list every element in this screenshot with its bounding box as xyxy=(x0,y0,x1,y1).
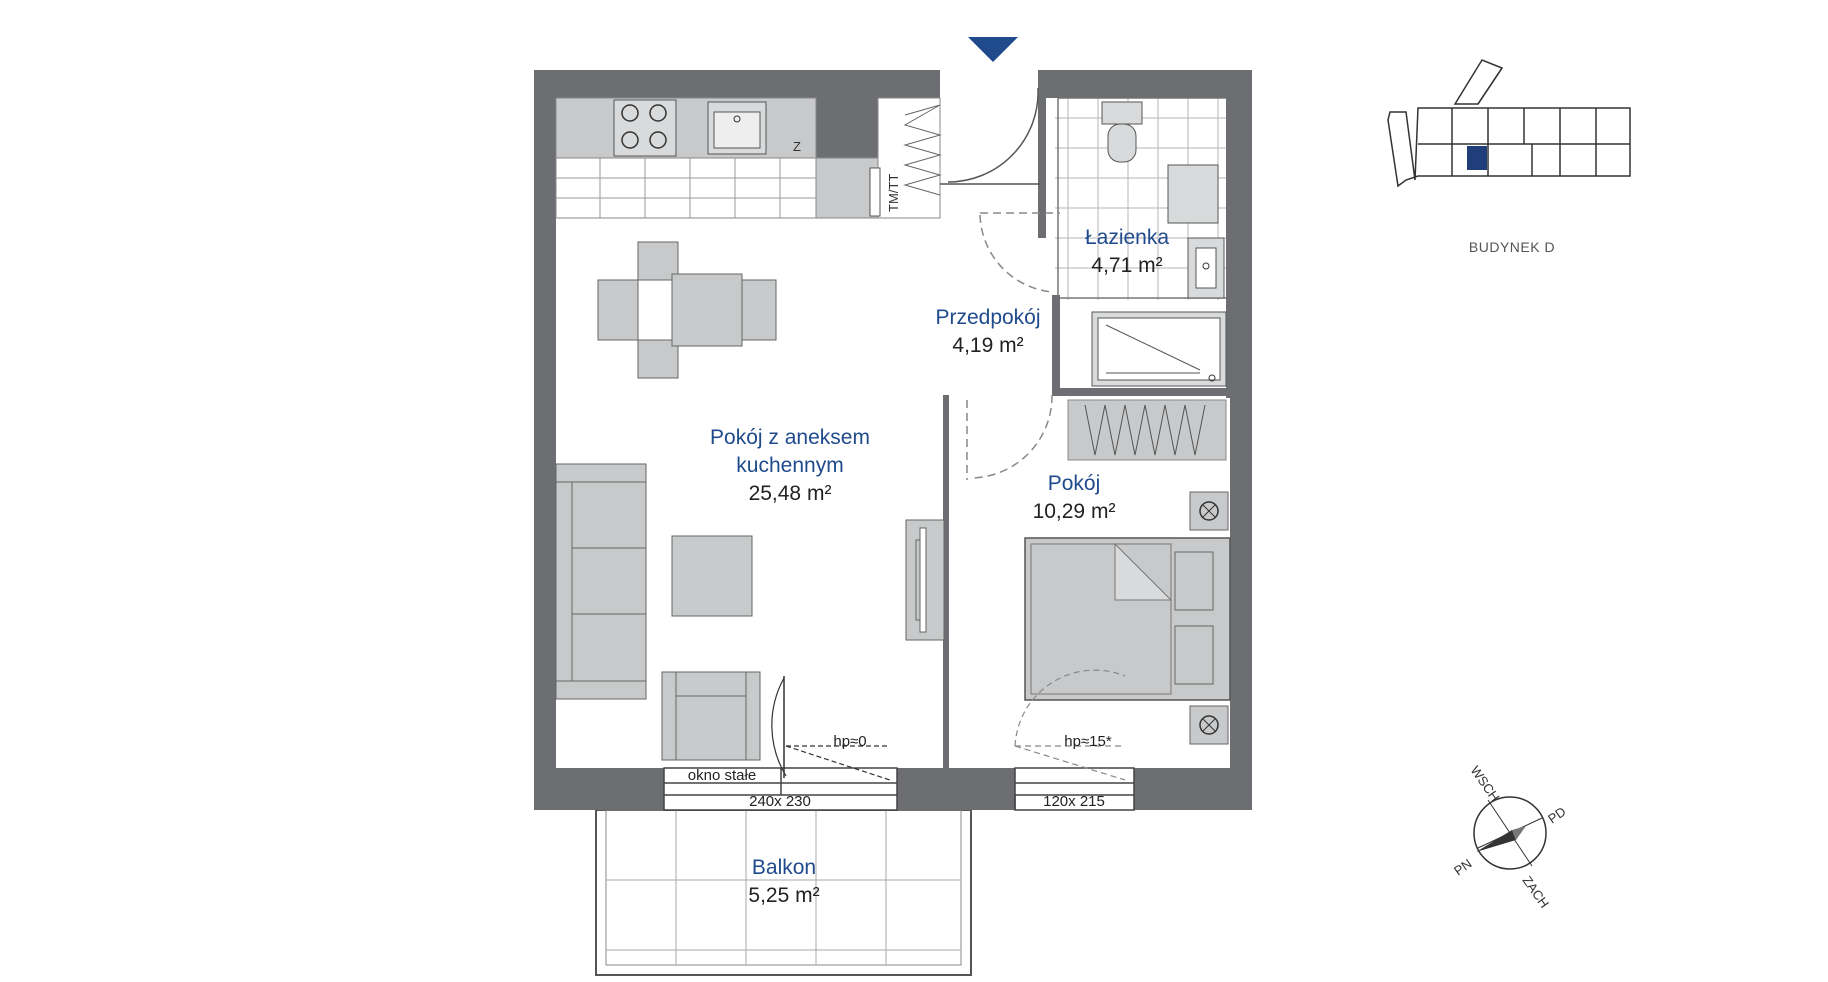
walls xyxy=(534,70,1252,810)
sill-living-label: hp≈0 xyxy=(833,733,866,750)
balcony-name: Balkon xyxy=(752,856,816,879)
bathroom-area: 4,71 m² xyxy=(1091,254,1162,277)
compass-west: ZACH xyxy=(1520,873,1553,911)
living-room-name: Pokój z aneksem xyxy=(710,426,870,449)
fridge-mark: Z xyxy=(793,139,801,154)
compass-south: PD xyxy=(1545,804,1568,827)
opening-living-label: 240x 230 xyxy=(749,793,811,810)
bedroom-area: 10,29 m² xyxy=(1033,500,1116,523)
nightstands xyxy=(1189,491,1229,745)
hall-area: 4,19 m² xyxy=(952,334,1023,357)
bed xyxy=(1024,537,1231,701)
building-label: BUDYNEK D xyxy=(1469,239,1555,255)
balcony-door-living xyxy=(771,676,891,781)
compass-needle-icon xyxy=(1476,830,1516,852)
bedroom-door xyxy=(966,394,1053,480)
armchair xyxy=(661,671,761,761)
compass xyxy=(1473,796,1547,870)
windows xyxy=(663,767,1135,811)
bedroom-name: Pokój xyxy=(1048,472,1101,495)
entry-wardrobe xyxy=(869,97,942,219)
sill-bedroom-label: hp≈15* xyxy=(1064,733,1112,750)
opening-bedroom-label: 120x 215 xyxy=(1043,793,1105,810)
living-room-name-2: kuchennym xyxy=(736,454,843,477)
balcony-door-bedroom xyxy=(1014,669,1126,781)
tv-unit xyxy=(905,519,945,641)
building-key-plan xyxy=(1387,59,1631,188)
bathroom-name: Łazienka xyxy=(1085,226,1169,249)
compass-north: PN xyxy=(1451,856,1474,879)
bathroom-fixtures xyxy=(1091,101,1227,387)
hall-name: Przedpokój xyxy=(935,306,1040,329)
apartment-highlight xyxy=(1467,146,1487,170)
entrance-arrow-icon xyxy=(968,37,1018,62)
entrance-door xyxy=(940,87,1040,185)
fixed-window-label: okno stałe xyxy=(688,767,756,784)
sofa xyxy=(555,463,647,700)
bedroom-wardrobe xyxy=(1067,399,1227,461)
bathroom-door xyxy=(979,212,1060,293)
wardrobe-mark: TM/TT xyxy=(886,174,901,212)
kitchen-counter xyxy=(555,97,879,219)
dining-table xyxy=(597,241,777,379)
living-room-area: 25,48 m² xyxy=(749,482,832,505)
balcony-area: 5,25 m² xyxy=(748,884,819,907)
coffee-table xyxy=(671,535,753,617)
compass-east: WSCH xyxy=(1468,763,1503,804)
